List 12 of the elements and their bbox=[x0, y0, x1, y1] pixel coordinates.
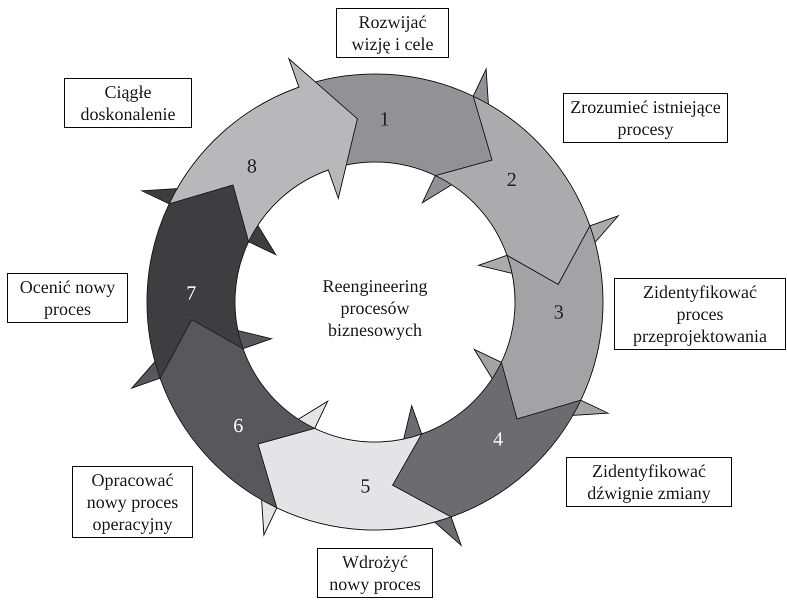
step-label: Ocenić nowy proces bbox=[7, 273, 128, 323]
step-label: Zidentyfikować proces przeprojektowania bbox=[614, 278, 786, 350]
step-label: Ciągłe doskonalenie bbox=[64, 78, 192, 128]
step-label: Zidentyfikować dźwignie zmiany bbox=[566, 457, 732, 507]
arrow-segment: 3 bbox=[474, 225, 608, 420]
arrow-segment: 7 bbox=[142, 184, 276, 379]
arrow-segment: 5 bbox=[258, 400, 452, 536]
step-label: Rozwijać wizję i cele bbox=[336, 8, 449, 58]
step-label: Opracować nowy proces operacyjny bbox=[72, 466, 193, 538]
step-label: Wdrożyć nowy proces bbox=[317, 548, 433, 598]
step-label: Zrozumieć istniejące procesy bbox=[563, 93, 728, 143]
arrow-segment: 4 bbox=[392, 362, 582, 546]
